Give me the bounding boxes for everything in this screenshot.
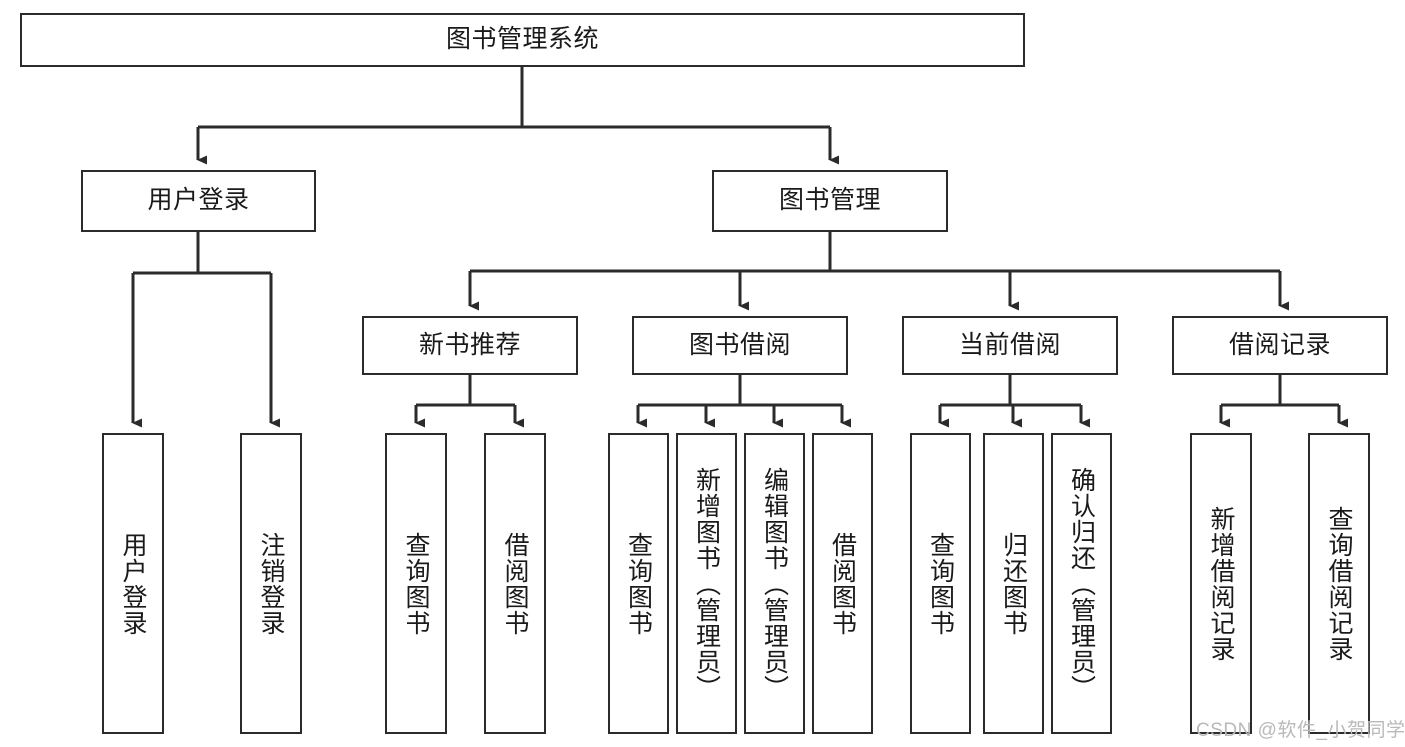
node-leaf-query-book-1-label: 查询图书 (402, 531, 430, 636)
node-leaf-query-borrow-record[interactable]: 查询借阅记录 (1308, 433, 1370, 734)
node-leaf-query-book-1[interactable]: 查询图书 (385, 433, 447, 734)
node-leaf-add-book[interactable]: 新增图书（管理员） (676, 433, 737, 734)
node-leaf-add-borrow-record[interactable]: 新增借阅记录 (1190, 433, 1252, 734)
node-leaf-logout[interactable]: 注销登录 (240, 433, 302, 734)
node-leaf-user-login[interactable]: 用户登录 (102, 433, 164, 734)
node-leaf-confirm-return-label: 确认归还（管理员） (1067, 466, 1096, 701)
node-book-management[interactable]: 图书管理 (712, 170, 948, 232)
node-leaf-query-book-3-label: 查询图书 (926, 531, 955, 636)
node-book-management-label: 图书管理 (778, 186, 881, 215)
node-new-book-recommend[interactable]: 新书推荐 (362, 316, 578, 375)
node-root[interactable]: 图书管理系统 (20, 13, 1025, 67)
node-leaf-add-borrow-record-label: 新增借阅记录 (1207, 505, 1235, 662)
node-borrow-records[interactable]: 借阅记录 (1172, 316, 1388, 375)
node-book-borrow[interactable]: 图书借阅 (632, 316, 848, 375)
node-leaf-borrow-book-1[interactable]: 借阅图书 (484, 433, 546, 734)
node-current-borrow[interactable]: 当前借阅 (902, 316, 1118, 375)
node-user-login-label: 用户登录 (147, 186, 250, 215)
node-leaf-borrow-book-2[interactable]: 借阅图书 (812, 433, 873, 734)
node-leaf-query-book-2-label: 查询图书 (624, 531, 653, 636)
node-leaf-borrow-book-1-label: 借阅图书 (501, 531, 529, 636)
node-root-label: 图书管理系统 (445, 25, 599, 54)
node-new-book-recommend-label: 新书推荐 (418, 330, 521, 359)
node-user-login[interactable]: 用户登录 (81, 170, 316, 232)
node-leaf-edit-book-label: 编辑图书（管理员） (760, 466, 789, 701)
node-current-borrow-label: 当前借阅 (958, 330, 1061, 359)
node-borrow-records-label: 借阅记录 (1228, 330, 1331, 359)
node-leaf-user-login-label: 用户登录 (119, 531, 147, 636)
node-leaf-query-borrow-record-label: 查询借阅记录 (1325, 505, 1353, 662)
node-book-borrow-label: 图书借阅 (688, 330, 791, 359)
csdn-watermark: CSDN @软件_小贺同学 (1196, 720, 1405, 741)
node-leaf-return-book[interactable]: 归还图书 (983, 433, 1044, 734)
node-leaf-query-book-3[interactable]: 查询图书 (910, 433, 971, 734)
node-leaf-logout-label: 注销登录 (257, 531, 285, 636)
node-leaf-borrow-book-2-label: 借阅图书 (828, 531, 857, 636)
node-leaf-add-book-label: 新增图书（管理员） (692, 466, 721, 701)
node-leaf-edit-book[interactable]: 编辑图书（管理员） (744, 433, 805, 734)
node-leaf-return-book-label: 归还图书 (999, 531, 1028, 636)
node-leaf-query-book-2[interactable]: 查询图书 (608, 433, 669, 734)
node-leaf-confirm-return[interactable]: 确认归还（管理员） (1051, 433, 1112, 734)
